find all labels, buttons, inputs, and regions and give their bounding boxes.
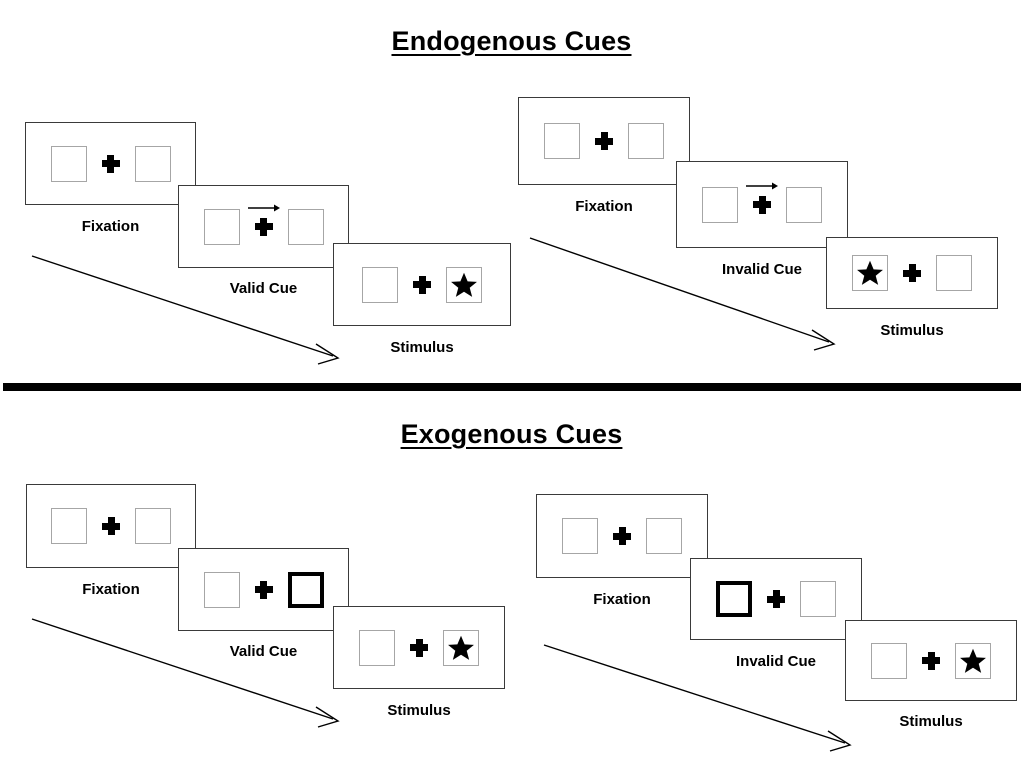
placeholder-box-left <box>562 518 598 554</box>
target-box-right <box>446 266 482 303</box>
placeholder-box-left <box>359 629 395 666</box>
placeholder-box-left <box>871 642 907 679</box>
exogenous-valid-stimulus-panel <box>333 606 505 689</box>
endogenous-valid-stimulus-panel <box>333 243 511 326</box>
section-divider <box>3 383 1021 391</box>
placeholder-box-left <box>203 571 240 608</box>
caption-exogenous-invalid-stimulus: Stimulus <box>899 713 963 730</box>
display-content <box>334 629 504 666</box>
exogenous-valid-fixation-panel <box>26 484 196 568</box>
star-stimulus-icon <box>960 648 986 673</box>
placeholder-box-right <box>628 123 664 159</box>
arrow-cue-right-icon <box>247 204 280 211</box>
display-content <box>27 508 195 544</box>
fixation-cross-icon <box>101 516 121 536</box>
section-title-endogenous: Endogenous Cues <box>391 26 632 56</box>
placeholder-box-left <box>362 266 398 303</box>
caption-exogenous-invalid-fixation: Fixation <box>593 591 651 608</box>
star-stimulus-icon <box>857 260 883 285</box>
display-content <box>677 182 847 223</box>
exogenous-valid-cue-panel <box>178 548 349 631</box>
display-content <box>846 642 1016 679</box>
caption-exogenous-valid-stimulus: Stimulus <box>387 702 451 719</box>
exogenous-invalid-stimulus-panel <box>845 620 1017 701</box>
placeholder-box-left <box>544 123 580 159</box>
caption-endogenous-invalid-fixation: Fixation <box>575 198 633 215</box>
endogenous-invalid-time-arrow <box>529 237 836 351</box>
caption-endogenous-valid-cue: Valid Cue <box>229 280 298 297</box>
placeholder-box-right <box>646 518 682 554</box>
exogenous-invalid-time-arrow <box>543 644 852 752</box>
endogenous-valid-cue-panel <box>178 185 349 268</box>
star-stimulus-icon <box>448 635 474 660</box>
fixation-cross-icon <box>247 204 280 237</box>
display-content <box>537 518 707 554</box>
fixation-cross-icon <box>746 182 778 215</box>
target-box-right <box>443 629 479 666</box>
caption-endogenous-invalid-cue: Invalid Cue <box>721 261 803 278</box>
display-content <box>26 145 195 182</box>
section-title-exogenous: Exogenous Cues <box>400 419 623 449</box>
target-box-left <box>852 255 888 291</box>
cue-box-right <box>287 571 324 608</box>
fixation-cross-icon <box>902 263 922 283</box>
placeholder-box-right <box>800 581 836 617</box>
endogenous-valid-fixation-panel <box>25 122 196 205</box>
display-content <box>827 255 997 291</box>
exogenous-invalid-fixation-panel <box>536 494 708 578</box>
placeholder-box-right <box>134 145 171 182</box>
fixation-cross-icon <box>921 651 941 671</box>
target-box-right <box>955 642 991 679</box>
caption-exogenous-invalid-cue: Invalid Cue <box>735 653 817 670</box>
exogenous-invalid-cue-panel <box>690 558 862 640</box>
display-content <box>519 123 689 159</box>
endogenous-invalid-stimulus-panel <box>826 237 998 309</box>
placeholder-box-left <box>51 508 87 544</box>
fixation-cross-icon <box>409 638 429 658</box>
display-content <box>334 266 510 303</box>
placeholder-box-right <box>786 186 822 223</box>
display-content <box>179 571 348 608</box>
fixation-cross-icon <box>254 580 274 600</box>
fixation-cross-icon <box>594 131 614 151</box>
arrow-cue-right-icon <box>746 182 778 189</box>
placeholder-box-right <box>936 255 972 291</box>
endogenous-invalid-cue-panel <box>676 161 848 248</box>
caption-endogenous-valid-fixation: Fixation <box>81 218 140 235</box>
fixation-cross-icon <box>101 154 121 174</box>
endogenous-valid-time-arrow <box>31 255 340 365</box>
endogenous-invalid-fixation-panel <box>518 97 690 185</box>
fixation-cross-icon <box>412 275 432 295</box>
placeholder-box-left <box>203 208 240 245</box>
display-content <box>179 204 348 245</box>
cue-box-left <box>716 581 752 617</box>
display-content <box>691 581 861 617</box>
caption-endogenous-invalid-stimulus: Stimulus <box>880 322 944 339</box>
placeholder-box-left <box>702 186 738 223</box>
exogenous-valid-time-arrow <box>31 618 340 728</box>
star-stimulus-icon <box>451 272 477 297</box>
placeholder-box-right <box>135 508 171 544</box>
fixation-cross-icon <box>766 589 786 609</box>
caption-endogenous-valid-stimulus: Stimulus <box>390 339 454 356</box>
caption-exogenous-valid-cue: Valid Cue <box>229 643 298 660</box>
placeholder-box-right <box>287 208 324 245</box>
caption-exogenous-valid-fixation: Fixation <box>82 581 140 598</box>
placeholder-box-left <box>50 145 87 182</box>
fixation-cross-icon <box>612 526 632 546</box>
